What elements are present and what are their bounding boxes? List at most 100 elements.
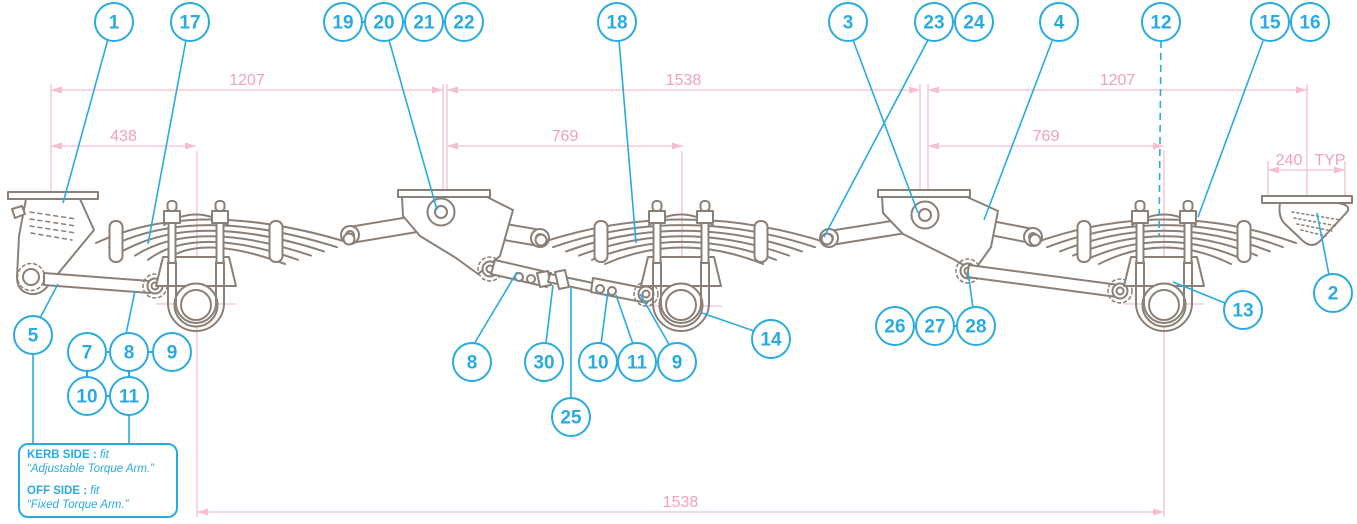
u-bolt-stub xyxy=(699,200,711,212)
balloon-number: 5 xyxy=(28,326,39,347)
arrowhead-right xyxy=(185,142,196,150)
dimension-value: 1207 xyxy=(1100,72,1136,89)
balloon-circle xyxy=(444,2,484,42)
u-bolt-stub xyxy=(166,200,178,212)
balloon-15: 15 xyxy=(1250,2,1290,42)
balloon-number: 1 xyxy=(109,13,120,34)
balloon-16: 16 xyxy=(1290,2,1330,42)
balloon-number: 27 xyxy=(924,317,945,338)
arrowhead-left xyxy=(928,86,939,94)
arrowhead-right xyxy=(1153,142,1164,150)
u-bolt-nut xyxy=(648,210,666,224)
balloon-4: 4 xyxy=(1039,2,1079,42)
balloon-number: 14 xyxy=(760,330,782,351)
balloon-number: 13 xyxy=(1232,301,1253,322)
equalizer-1-flange xyxy=(397,189,491,198)
arrowhead-left xyxy=(51,142,62,150)
balloon-number: 23 xyxy=(923,13,944,34)
spring-clamp xyxy=(268,220,284,263)
balloon-9: 9 xyxy=(657,342,697,382)
balloon-circle xyxy=(1313,273,1353,313)
balloon-number: 9 xyxy=(672,353,683,374)
arrowhead-right xyxy=(1153,508,1164,516)
leaf xyxy=(1046,224,1284,249)
leader-b12 xyxy=(1158,40,1162,237)
balloon-circle xyxy=(452,342,492,382)
axle-station-2 xyxy=(534,200,834,332)
spring-eye xyxy=(1028,233,1042,247)
note-kerb-line: KERB SIDE : fit xyxy=(27,449,169,463)
balloon-circle xyxy=(323,2,363,42)
balloon-19: 19 xyxy=(323,2,363,42)
spring-eye xyxy=(342,232,356,246)
balloon-number: 30 xyxy=(533,353,554,374)
balloon-number: 11 xyxy=(627,353,648,374)
leaf xyxy=(552,224,816,249)
u-bolt-stub xyxy=(1182,200,1194,212)
u-bolt-wrap xyxy=(652,261,710,332)
balloon-1: 1 xyxy=(94,2,134,42)
balloon-number: 7 xyxy=(82,343,93,364)
balloon-20: 20 xyxy=(364,2,404,42)
leaf xyxy=(1072,235,1258,257)
balloon-9: 9 xyxy=(152,332,192,372)
leader-b10m xyxy=(600,290,609,345)
leader-b18 xyxy=(618,39,637,244)
balloon-circle xyxy=(1141,2,1181,42)
balloon-28: 28 xyxy=(956,306,996,346)
kerb-side-value: “Adjustable Torque Arm.” xyxy=(27,462,154,475)
balloon-circle xyxy=(956,306,996,346)
u-bolt-nut xyxy=(1179,210,1197,224)
arrowhead-left xyxy=(51,86,62,94)
note-off-line: OFF SIDE : fit xyxy=(27,485,169,499)
note-box: KERB SIDE : fit “Adjustable Torque Arm.”… xyxy=(18,443,178,518)
balloon-27: 27 xyxy=(915,306,955,346)
dim-1538-bottom: 1538 xyxy=(197,494,1164,516)
off-side-fit: fit xyxy=(90,485,100,497)
balloon-number: 22 xyxy=(453,13,474,34)
balloon-number: 17 xyxy=(179,13,200,34)
balloon-circle xyxy=(751,319,791,359)
u-bolt-stub xyxy=(1134,200,1146,212)
adjustable-torque-arm xyxy=(490,259,659,307)
leader-b30 xyxy=(545,284,554,344)
dimension-value: 769 xyxy=(1033,128,1060,145)
balloon-number: 10 xyxy=(76,387,97,408)
spring-clamp xyxy=(593,220,609,263)
balloon-number: 26 xyxy=(884,317,905,338)
balloon-number: 12 xyxy=(1150,13,1171,34)
balloon-number: 28 xyxy=(965,317,986,338)
front-hanger-flange xyxy=(7,191,99,200)
fixed-torque-arm xyxy=(966,264,1133,304)
u-bolt-stub xyxy=(214,200,226,212)
axle-station-3 xyxy=(1028,200,1297,332)
spring-clamp xyxy=(1076,220,1092,263)
balloon-circle xyxy=(1223,290,1263,330)
axle-tube-inner xyxy=(665,289,697,321)
leader-b11m xyxy=(615,294,634,345)
leader-b9m xyxy=(639,293,671,347)
balloon-circle xyxy=(152,332,192,372)
axle-tube-inner xyxy=(1148,289,1180,321)
balloon-10: 10 xyxy=(578,342,618,382)
axle-stations xyxy=(95,200,1297,332)
spring-eye xyxy=(534,233,548,247)
balloon-23: 23 xyxy=(914,2,954,42)
balloon-11: 11 xyxy=(109,376,149,416)
leader-b15 xyxy=(1197,40,1264,218)
balloon-25: 25 xyxy=(551,397,591,437)
dim-438: 438 xyxy=(51,128,196,150)
balloon-30: 30 xyxy=(524,342,564,382)
leader-b5 xyxy=(39,283,59,319)
balloon-number: 18 xyxy=(606,13,627,34)
balloon-circle xyxy=(404,2,444,42)
balloon-number: 8 xyxy=(467,353,478,374)
dimension-qualifier: TYP xyxy=(1314,152,1345,169)
equalizer-2-flange xyxy=(877,189,971,198)
balloon-circle xyxy=(915,306,955,346)
balloon-8: 8 xyxy=(452,342,492,382)
off-side-value: “Fixed Torque Arm.” xyxy=(27,498,129,511)
arrowhead-right xyxy=(1296,86,1307,94)
balloon-circle xyxy=(109,376,149,416)
